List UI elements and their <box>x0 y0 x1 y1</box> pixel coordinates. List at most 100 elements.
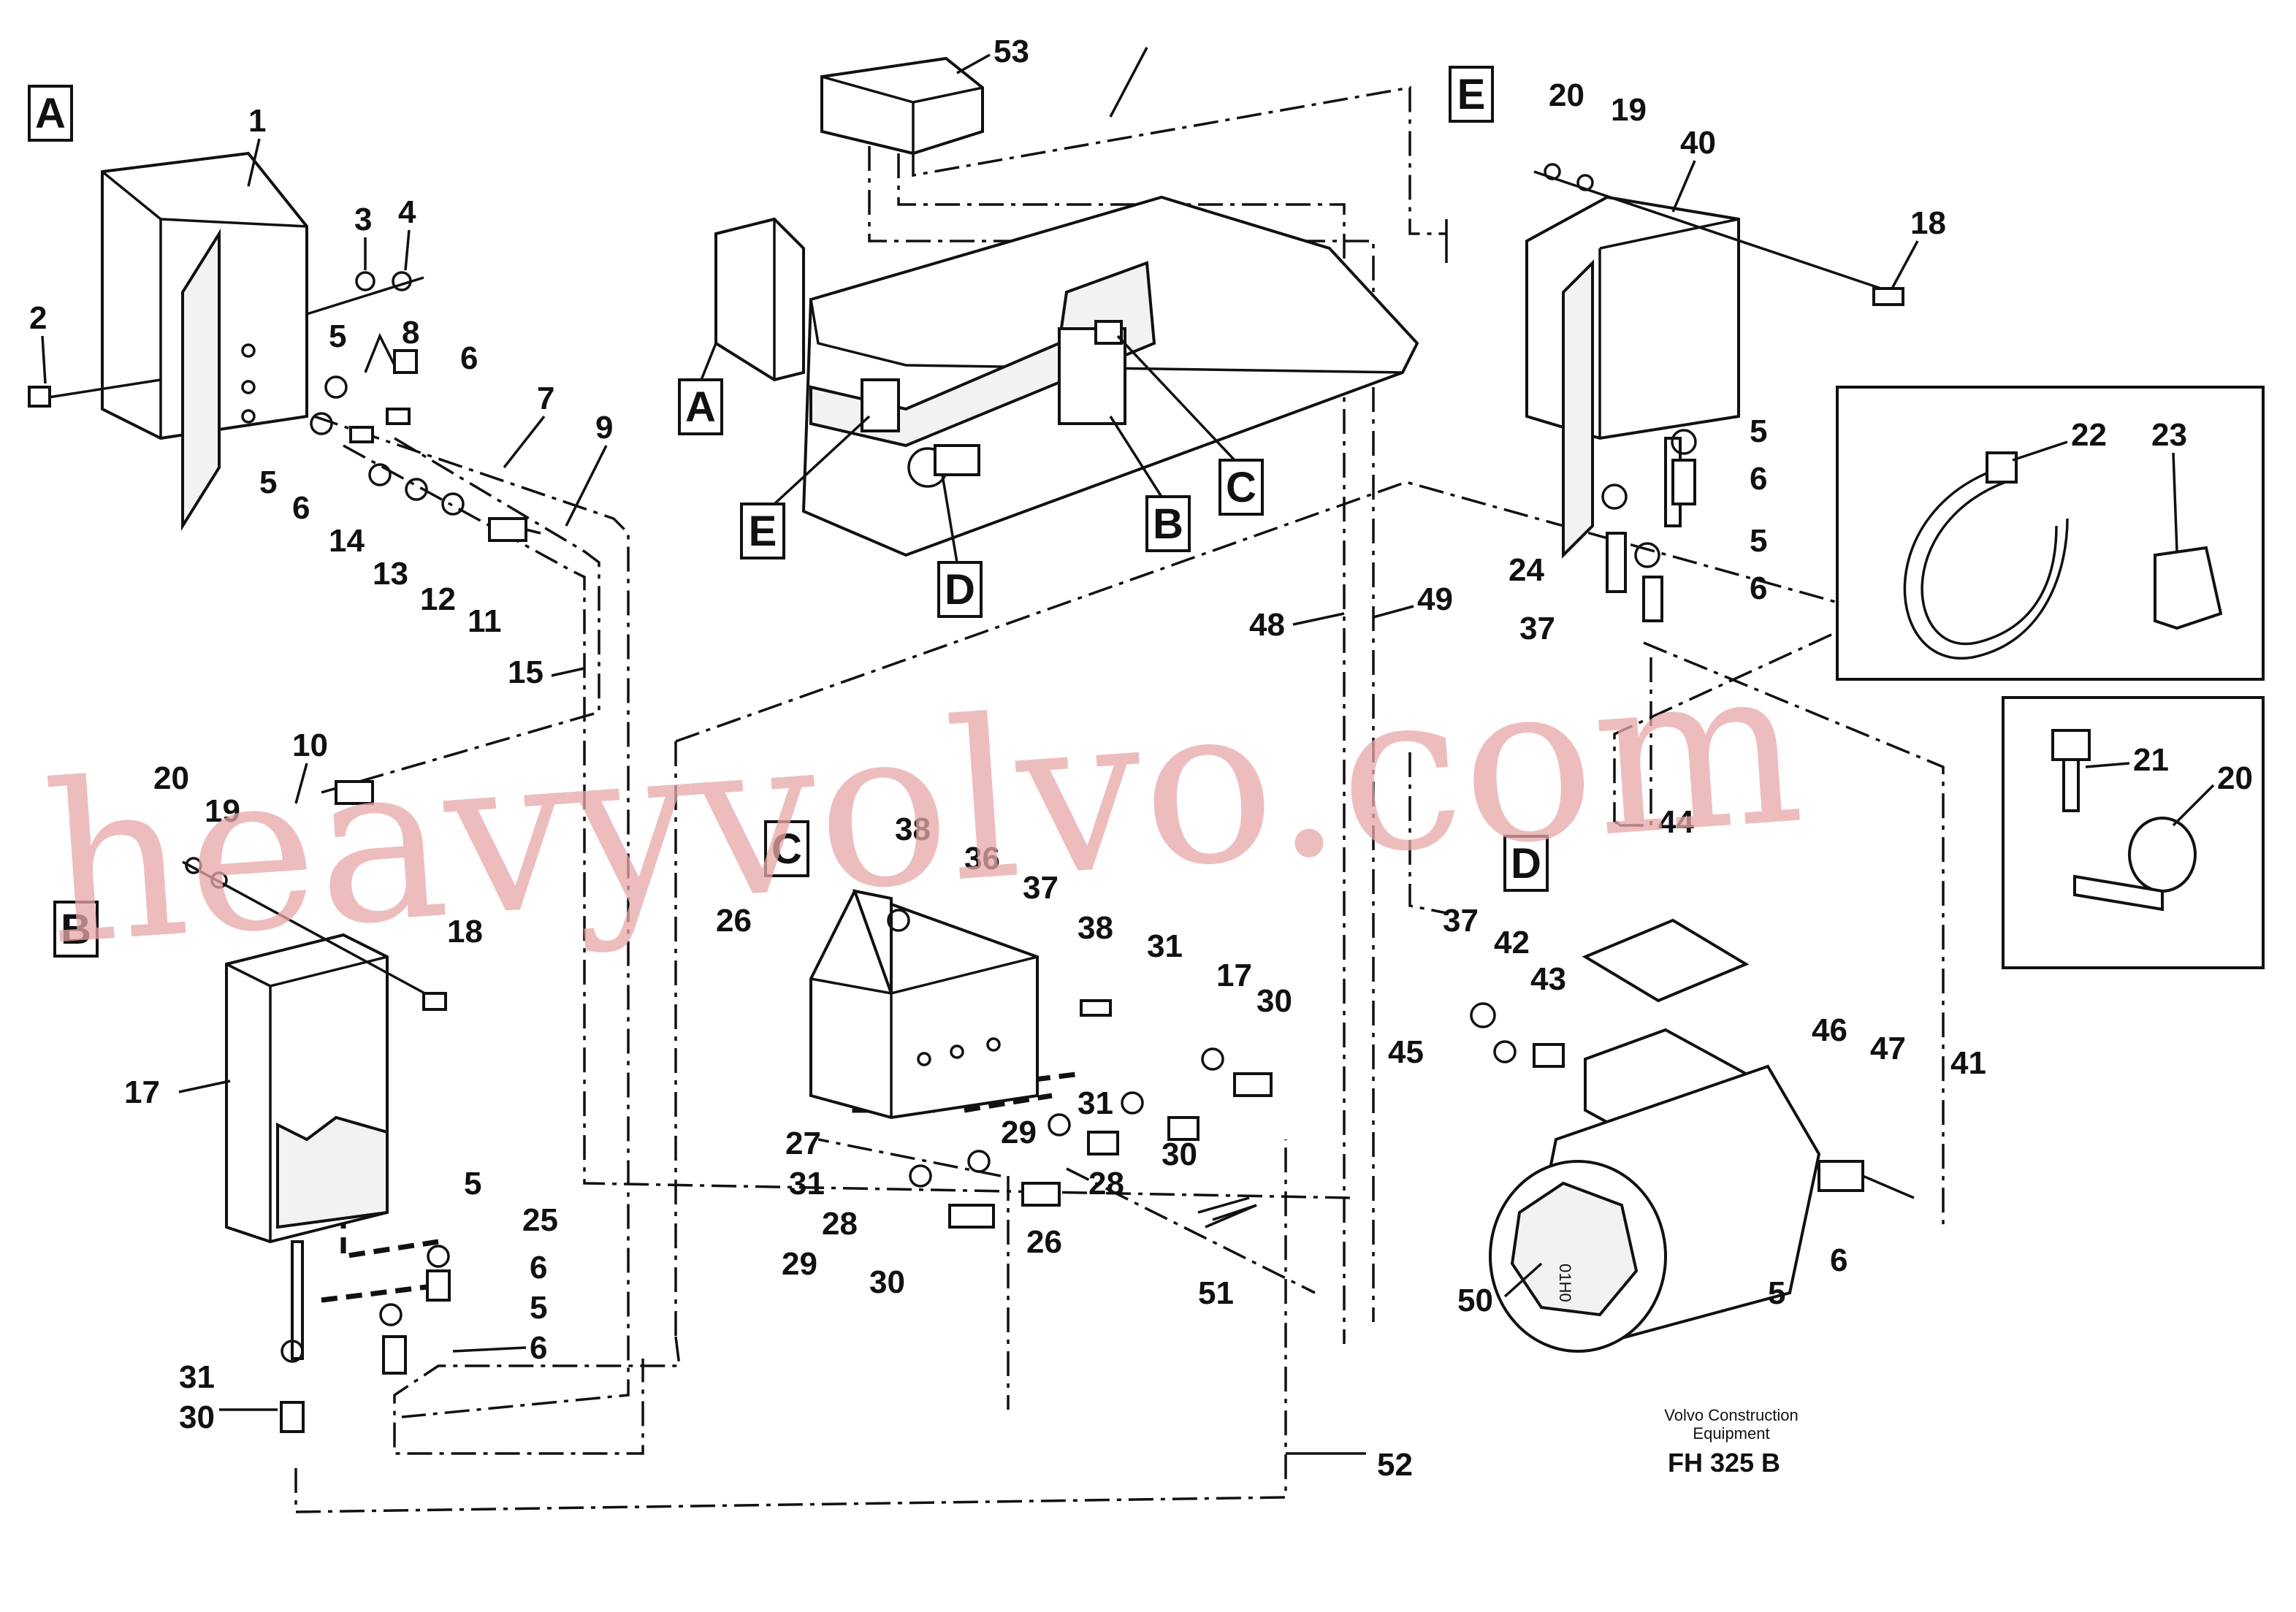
label-6b: 6 <box>292 490 310 526</box>
label-10: 10 <box>292 727 328 763</box>
inset-panel-tie <box>1836 386 2265 681</box>
label-43: 44 <box>1658 804 1694 840</box>
label-19b: 19 <box>1611 92 1647 128</box>
company-line-2: Equipment <box>1693 1424 1769 1443</box>
device-d-drawing <box>1470 918 1915 1353</box>
ground-symbol <box>1205 1204 1257 1229</box>
svg-text:A: A <box>35 90 66 137</box>
label-8: 8 <box>402 315 419 351</box>
label-14: 14 <box>329 523 365 559</box>
label-40b: 37 <box>1443 903 1479 939</box>
section-label-e-mid: E <box>740 503 785 559</box>
label-34: 36 <box>964 841 1000 876</box>
section-label-d-box: D <box>1503 835 1549 892</box>
svg-text:C: C <box>771 825 802 873</box>
label-18a: 18 <box>1910 205 1946 241</box>
label-6g: 6 <box>1830 1242 1847 1278</box>
label-28: 26 <box>716 903 752 939</box>
section-label-b-left: B <box>53 901 99 958</box>
label-11: 11 <box>468 603 502 639</box>
label-33c: 31 <box>1078 1085 1113 1121</box>
label-29: 28 <box>822 1206 858 1242</box>
label-30: 28 <box>1088 1166 1124 1202</box>
label-51: 53 <box>993 34 1029 69</box>
footer-block: Volvo Construction Equipment FH 325 B <box>1664 1406 1798 1478</box>
section-label-c-mid: C <box>1218 459 1264 516</box>
label-32a: 30 <box>179 1399 215 1435</box>
box-a-drawing <box>28 151 541 542</box>
label-6d: 6 <box>530 1330 547 1366</box>
company-line-1: Volvo Construction <box>1664 1406 1798 1424</box>
label-31: 29 <box>1001 1115 1037 1150</box>
section-label-c-box: C <box>764 820 809 877</box>
box-51-drawing <box>820 56 984 156</box>
label-24: 24 <box>1509 552 1544 588</box>
label-35: 38 <box>1078 910 1113 946</box>
svg-text:E: E <box>749 508 777 555</box>
label-32c: 30 <box>1162 1137 1197 1172</box>
label-44: 45 <box>1388 1034 1424 1070</box>
label-22: 22 <box>2071 417 2107 453</box>
box-b-drawing <box>182 780 451 1433</box>
label-25: 25 <box>522 1202 558 1238</box>
label-42: 43 <box>1530 961 1566 997</box>
label-1: 1 <box>248 103 266 139</box>
section-label-d-mid: D <box>937 561 983 618</box>
cable-lines <box>294 85 1945 1513</box>
label-19a: 19 <box>205 793 240 829</box>
label-36: 37 <box>1023 870 1059 906</box>
label-27: 27 <box>785 1126 821 1161</box>
label-21: 20 <box>2217 760 2253 796</box>
label-33b: 31 <box>1147 928 1183 964</box>
svg-text:E: E <box>1457 71 1486 118</box>
machine-body-drawing <box>714 195 1419 557</box>
label-48: 49 <box>1417 581 1453 617</box>
label-38: 40 <box>1680 125 1716 161</box>
inset-panel-clamp <box>2002 696 2265 969</box>
label-3: 3 <box>354 202 372 237</box>
label-5d: 5 <box>530 1290 547 1326</box>
label-9: 9 <box>595 410 613 446</box>
label-52: 50 <box>1457 1283 1493 1318</box>
label-50: 52 <box>1377 1447 1413 1483</box>
part-labels: 1 2 3 4 5 8 6 7 9 5 6 14 13 12 11 15 10 … <box>29 34 2253 1483</box>
drawing-code: FH 325 B <box>1668 1448 1780 1478</box>
label-41: 42 <box>1494 925 1530 960</box>
box-e-drawing <box>1525 163 1904 622</box>
label-5f: 5 <box>1750 523 1767 559</box>
svg-text:D: D <box>1511 840 1541 887</box>
section-label-e-top: E <box>1449 66 1494 123</box>
label-33a: 31 <box>179 1359 215 1395</box>
label-46: 47 <box>1870 1031 1906 1066</box>
section-labels: A A B B C C D D E E <box>28 66 1549 958</box>
label-18b: 18 <box>447 914 483 950</box>
label-6c: 6 <box>530 1250 547 1286</box>
label-37: 38 <box>895 811 931 847</box>
label-23: 23 <box>2151 417 2187 453</box>
label-5c: 5 <box>464 1166 481 1202</box>
section-leaders <box>700 335 1236 563</box>
label-6a: 6 <box>460 340 478 376</box>
label-16: 17 <box>1216 958 1252 993</box>
section-label-a-mid: A <box>678 378 723 435</box>
label-29A: 29 <box>782 1246 817 1282</box>
label-6e: 6 <box>1750 461 1767 497</box>
label-47: 48 <box>1249 607 1285 643</box>
label-45: 46 <box>1812 1012 1847 1048</box>
label-5e: 5 <box>1750 413 1767 449</box>
box-c-drawing <box>809 889 1273 1229</box>
label-15: 15 <box>508 654 544 690</box>
svg-text:C: C <box>1226 464 1256 511</box>
svg-text:D: D <box>945 566 975 614</box>
svg-text:B: B <box>1153 500 1183 548</box>
section-label-b-mid: B <box>1145 495 1191 552</box>
label-4: 4 <box>398 194 416 230</box>
svg-text:B: B <box>61 906 91 953</box>
label-49: 51 <box>1198 1275 1234 1311</box>
label-20a: 20 <box>153 760 189 796</box>
label-20b: 20 <box>1549 77 1584 113</box>
label-5a: 5 <box>329 318 346 354</box>
label-7: 7 <box>537 381 554 416</box>
svg-text:A: A <box>685 383 716 431</box>
